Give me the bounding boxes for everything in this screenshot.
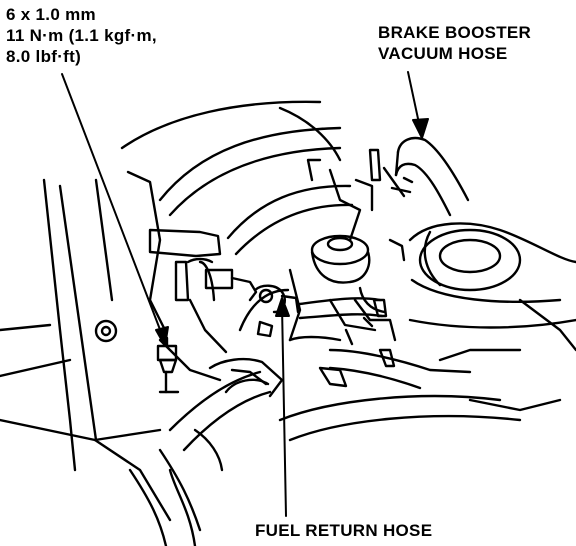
bolt-leader-line — [61, 73, 165, 341]
fuel-return-hose-label: FUEL RETURN HOSE — [255, 521, 433, 540]
left-body-panel — [0, 170, 172, 522]
hose-clips — [256, 178, 406, 388]
fuel-hose-leader-line — [281, 305, 287, 517]
fuel-pressure-regulator — [148, 228, 258, 382]
leader-lines — [61, 71, 429, 517]
bolt-size-label: 6 x 1.0 mm — [6, 5, 96, 24]
brake-booster-label-line2: VACUUM HOSE — [378, 44, 508, 63]
brake-booster-label-line1: BRAKE BOOSTER — [378, 23, 532, 42]
brake-booster-hose-callout: BRAKE BOOSTER VACUUM HOSE — [378, 22, 531, 64]
brake-booster — [408, 222, 576, 352]
fuel-return-hose — [238, 284, 384, 342]
bolt-torque-metric-label: 11 N·m (1.1 kgf·m, — [6, 26, 157, 45]
bolt-leader-arrowhead — [155, 326, 169, 347]
fuel-hose-leader-arrowhead — [275, 297, 290, 317]
central-housing — [288, 158, 397, 342]
upper-intake-hoses — [120, 100, 354, 256]
brake-hose-leader-arrowhead — [412, 118, 429, 139]
brake-booster-vacuum-hose — [368, 136, 470, 217]
mounting-bolt — [156, 336, 180, 394]
bolt-torque-imperial-label: 8.0 lbf·ft) — [6, 47, 82, 66]
bolt-torque-callout: 6 x 1.0 mm 11 N·m (1.1 kgf·m, 8.0 lbf·ft… — [6, 4, 157, 67]
fuel-return-hose-callout: FUEL RETURN HOSE — [255, 520, 432, 541]
lower-coolant-hoses — [128, 348, 562, 546]
